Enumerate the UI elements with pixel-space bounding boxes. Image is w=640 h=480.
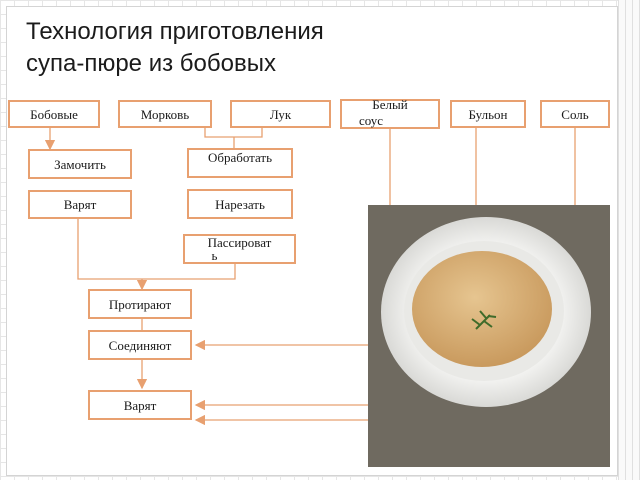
ingredient-beans: Бобовые	[8, 100, 100, 128]
soup-plate-icon	[368, 205, 610, 467]
page-title: Технология приготовления супа-пюре из бо…	[26, 16, 446, 80]
ingredient-onion: Лук	[230, 100, 331, 128]
title-line-2: супа-пюре из бобовых	[26, 50, 276, 77]
ingredient-carrot: Морковь	[118, 100, 212, 128]
step-boil-beans: Варят	[28, 190, 132, 219]
saute-line-2: ь	[211, 248, 218, 263]
ingredient-white-sauce: Белый соус	[340, 97, 440, 129]
connector-carrot-onion	[204, 127, 263, 138]
ingredient-broth: Бульон	[450, 100, 526, 128]
saute-line-1: Пассироват	[207, 235, 272, 250]
step-combine: Соединяют	[88, 330, 192, 360]
white-sauce-line-1: Белый	[372, 97, 408, 112]
white-sauce-line-2: соус	[358, 113, 384, 128]
step-puree: Протирают	[88, 289, 192, 319]
step-cut: Нарезать	[187, 189, 293, 219]
step-saute: Пассироват ь	[183, 234, 296, 264]
title-line-1: Технология приготовления	[26, 18, 324, 45]
step-boil-final: Варят	[88, 390, 192, 420]
soup-plate-photo	[368, 205, 610, 467]
step-soak: Замочить	[28, 149, 132, 179]
step-process: Обработать	[187, 148, 293, 178]
connector-merge-puree	[77, 219, 236, 280]
ingredient-salt: Соль	[540, 100, 610, 128]
slide-side-stripe	[618, 0, 640, 480]
